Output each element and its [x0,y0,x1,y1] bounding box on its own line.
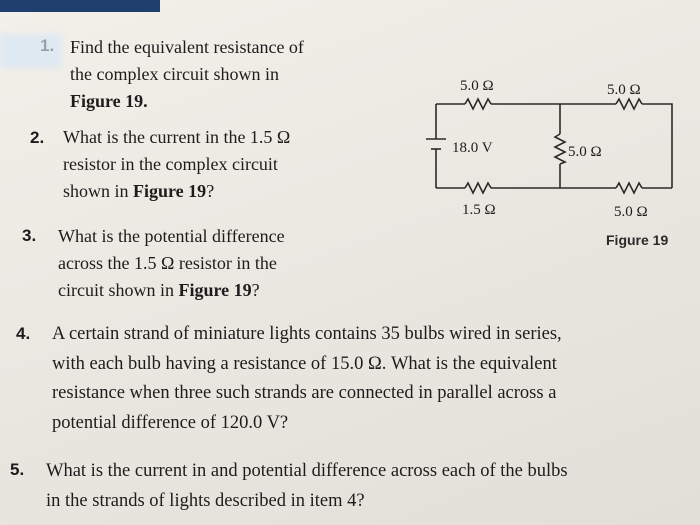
label-r-bottom-right: 5.0 Ω [614,204,648,220]
question-text-line: What is the current in and potential dif… [46,461,568,481]
resistor-middle [553,133,567,165]
figure-reference: Figure 19. [70,91,148,111]
resistor-bottom-left [464,181,492,195]
label-r-bottom-left: 1.5 Ω [462,202,496,218]
question-text-line: potential difference of 120.0 V? [52,412,289,433]
question-text-line: the complex circuit shown in [70,64,279,84]
resistor-bottom-right [615,181,643,195]
light-glare [0,34,62,68]
question-text-line: across the 1.5 Ω resistor in the [58,253,277,273]
question-number: 1. [40,36,55,55]
question-number: 4. [16,324,31,343]
question-text-line: shown in Figure 19? [63,181,215,201]
question-text-line: What is the current in the 1.5 Ω [63,127,291,147]
question-number: 3. [22,226,37,245]
top-edge-bar [0,0,160,12]
label-battery: 18.0 V [452,140,493,156]
label-r-top-right: 5.0 Ω [607,82,641,98]
question-number: 5. [10,460,25,479]
question-text-line: circuit shown in Figure 19? [58,280,260,300]
question-text-line: in the strands of lights described in it… [46,491,365,511]
question-text-line: resistor in the complex circuit [63,154,278,174]
question-text-line: Find the equivalent resistance of [70,37,304,57]
question-text-line: What is the potential difference [58,226,285,246]
question-text-line: with each bulb having a resistance of 15… [52,353,557,374]
question-text-line: A certain strand of miniature lights con… [52,324,562,344]
figure-caption: Figure 19 [606,232,669,248]
resistor-top-right [615,97,643,111]
question-text-line: resistance when three such strands are c… [52,383,557,403]
label-r-middle: 5.0 Ω [568,144,602,160]
resistor-top-left [464,97,492,111]
question-number: 2. [30,128,45,147]
label-r-top-left: 5.0 Ω [460,78,494,94]
